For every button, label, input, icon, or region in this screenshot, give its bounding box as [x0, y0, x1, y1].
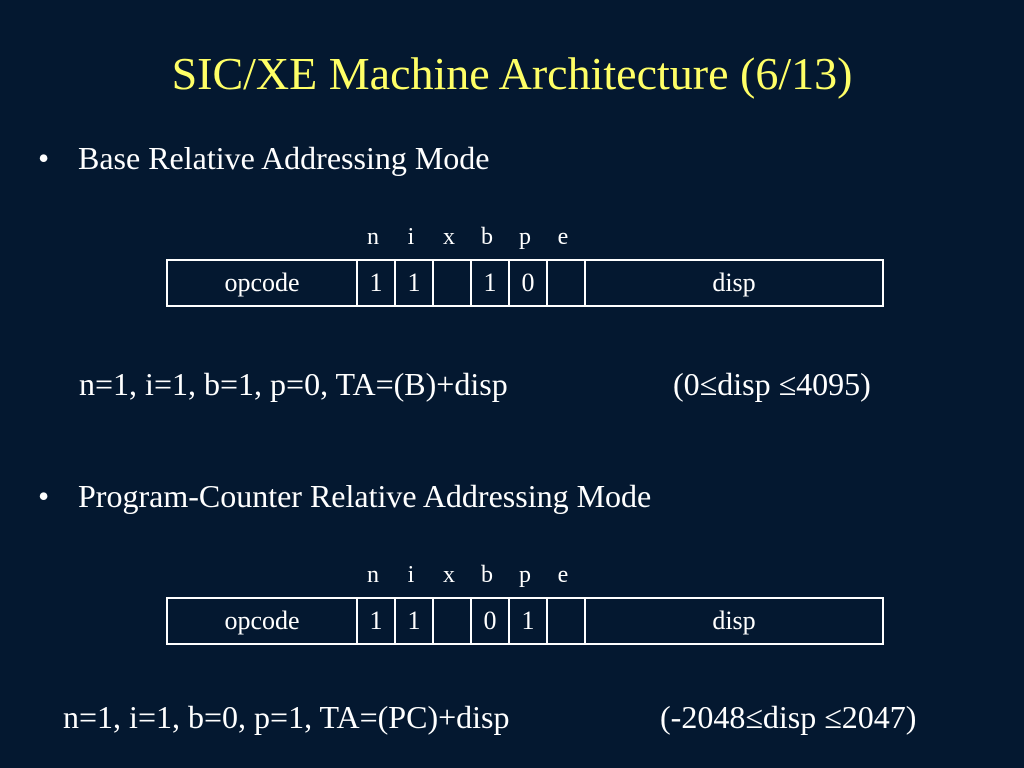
bullet-pc-relative: • Program-Counter Relative Addressing Mod… — [38, 476, 651, 516]
bit-label-p: p — [519, 562, 531, 588]
instruction-format-box: opcode 1 1 0 1 disp — [166, 597, 884, 645]
bit-labels: n i x b p e — [0, 560, 1024, 590]
bit-label-x: x — [443, 562, 455, 588]
disp-range-text: (-2048≤disp ≤2047) — [660, 699, 917, 735]
bit-label-e: e — [557, 562, 569, 588]
bullet-dot: • — [38, 478, 50, 514]
disp-field: disp — [584, 261, 882, 305]
bit-label-i: i — [407, 562, 415, 588]
bullet-base-relative: • Base Relative Addressing Mode — [38, 138, 489, 178]
bit-label-p: p — [519, 224, 531, 250]
opcode-field: opcode — [224, 606, 300, 635]
i-bit-field: 1 — [394, 599, 432, 643]
x-bit-field — [432, 599, 470, 643]
bit-label-x: x — [443, 224, 455, 250]
b-bit-field: 0 — [470, 599, 508, 643]
bullet-dot: • — [38, 140, 50, 176]
bullet-heading: Program-Counter Relative Addressing Mode — [78, 478, 652, 514]
bit-label-n: n — [367, 224, 379, 250]
bit-label-b: b — [481, 224, 493, 250]
e-bit-field — [546, 599, 584, 643]
bit-label-e: e — [557, 224, 569, 250]
n-bit-field: 1 — [356, 599, 394, 643]
formula-text: n=1, i=1, b=0, p=1, TA=(PC)+disp — [63, 699, 510, 735]
b-bit-field: 1 — [470, 261, 508, 305]
opcode-field: opcode — [224, 268, 300, 297]
e-bit-field — [546, 261, 584, 305]
x-bit-field — [432, 261, 470, 305]
formula-text: n=1, i=1, b=1, p=0, TA=(B)+disp — [79, 366, 508, 402]
instruction-format-box: opcode 1 1 1 0 disp — [166, 259, 884, 307]
disp-field: disp — [584, 599, 882, 643]
bit-label-i: i — [407, 224, 415, 250]
i-bit-field: 1 — [394, 261, 432, 305]
bit-label-b: b — [481, 562, 493, 588]
bit-labels: n i x b p e — [0, 222, 1024, 252]
n-bit-field: 1 — [356, 261, 394, 305]
slide-title: SIC/XE Machine Architecture (6/13) — [171, 48, 853, 99]
p-bit-field: 1 — [508, 599, 546, 643]
bullet-heading: Base Relative Addressing Mode — [78, 140, 490, 176]
bit-label-n: n — [367, 562, 379, 588]
p-bit-field: 0 — [508, 261, 546, 305]
disp-range-text: (0≤disp ≤4095) — [673, 366, 871, 402]
